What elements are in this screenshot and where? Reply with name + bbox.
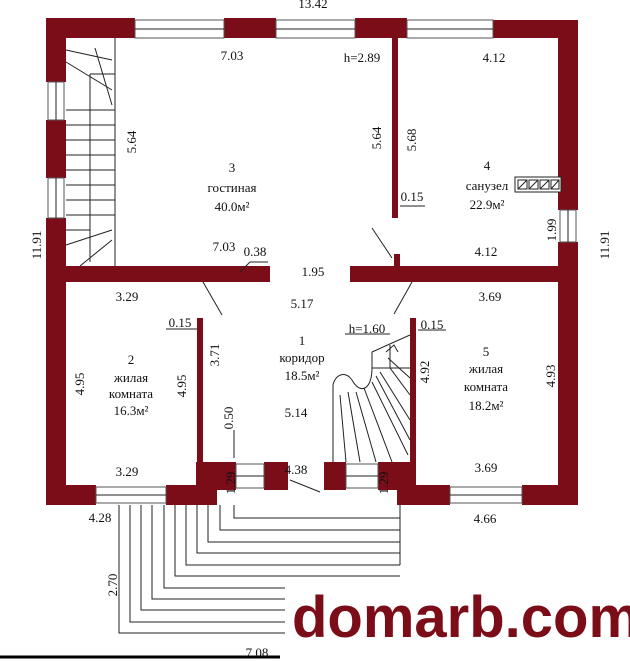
dim: 1.95 — [302, 264, 325, 279]
room-area: 22.9м² — [470, 197, 505, 212]
dim: 4.93 — [543, 365, 558, 388]
room-name: комната — [464, 379, 508, 394]
overall-depth-left: 11.91 — [29, 231, 44, 260]
room-number: 3 — [229, 160, 236, 175]
watermark: domarb.com — [292, 585, 630, 650]
room-number: 2 — [128, 352, 135, 367]
dim: 3.29 — [116, 464, 139, 479]
dim: 0.38 — [244, 244, 267, 259]
room-number: 1 — [299, 333, 306, 348]
room-number: 5 — [483, 344, 490, 359]
entrance-steps — [118, 505, 401, 634]
dim: 3.29 — [116, 289, 139, 304]
dim: 4.12 — [475, 244, 498, 259]
walls — [46, 18, 578, 505]
dim: 7.03 — [221, 48, 244, 63]
staircase-right — [332, 334, 411, 463]
room-area: 40.0м² — [215, 199, 250, 214]
dim: 3.69 — [479, 289, 502, 304]
overall-width: 13.42 — [298, 0, 327, 11]
dim: 5.17 — [291, 296, 314, 311]
dim: 5.68 — [404, 129, 419, 152]
dim: 1.29 — [376, 472, 391, 495]
dim: 1.29 — [223, 472, 238, 495]
dim: 0.15 — [421, 317, 444, 332]
overall-depth-right: 11.91 — [597, 231, 612, 260]
dim: 5.64 — [369, 126, 384, 149]
dim: 4.92 — [417, 361, 432, 384]
dim: 4.95 — [72, 373, 87, 396]
dim: 5.64 — [124, 130, 139, 153]
dim: 4.95 — [174, 375, 189, 398]
dim: 0.15 — [401, 189, 424, 204]
room-name: жилая — [113, 370, 148, 385]
dim: 3.69 — [475, 460, 498, 475]
stair-height: h=1.60 — [349, 321, 386, 336]
dim: 7.08 — [246, 645, 269, 660]
radiator-grid-icon — [517, 179, 560, 190]
room-name: коридор — [279, 350, 324, 365]
ceiling-height: h=2.89 — [344, 50, 381, 65]
dim: 4.28 — [89, 510, 112, 525]
room-name: санузел — [466, 178, 509, 193]
dim: 2.70 — [105, 574, 120, 597]
staircase-left — [65, 38, 116, 267]
leader-lines — [166, 205, 446, 493]
dim: 0.15 — [169, 315, 192, 330]
room-area: 18.5м² — [285, 368, 320, 383]
dim: 5.14 — [285, 405, 308, 420]
dim: 0.50 — [221, 407, 236, 430]
room-area: 18.2м² — [469, 398, 504, 413]
windows — [47, 19, 577, 504]
dim: 3.71 — [207, 344, 222, 367]
dim: 1.99 — [544, 219, 559, 242]
room-name: гостиная — [208, 180, 257, 195]
dim: 4.38 — [285, 462, 308, 477]
watermark-bg — [285, 585, 625, 645]
room-name: комната — [109, 386, 153, 401]
room-area: 16.3м² — [114, 403, 149, 418]
room-name: жилая — [468, 361, 503, 376]
dim: 4.12 — [483, 50, 506, 65]
dim: 7.03 — [213, 239, 236, 254]
room-number: 4 — [484, 158, 491, 173]
dim: 4.66 — [474, 511, 497, 526]
